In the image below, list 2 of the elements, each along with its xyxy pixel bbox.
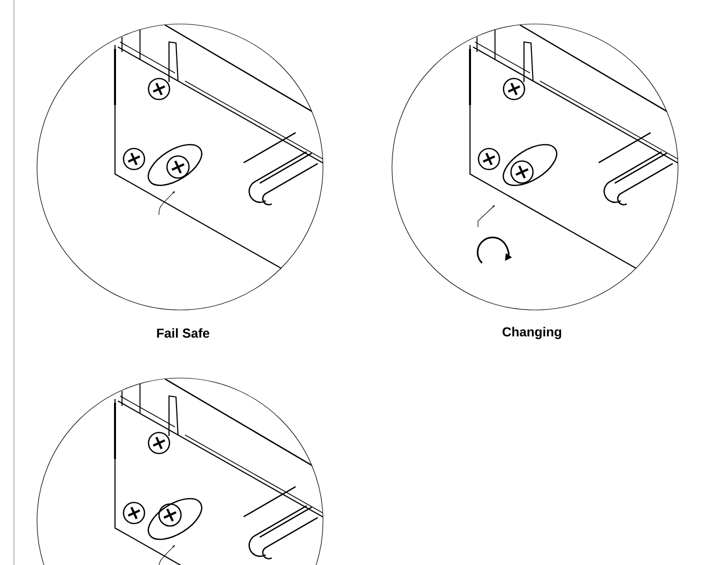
caption: Changing xyxy=(502,326,562,340)
caption: Fail Safe xyxy=(157,328,210,338)
